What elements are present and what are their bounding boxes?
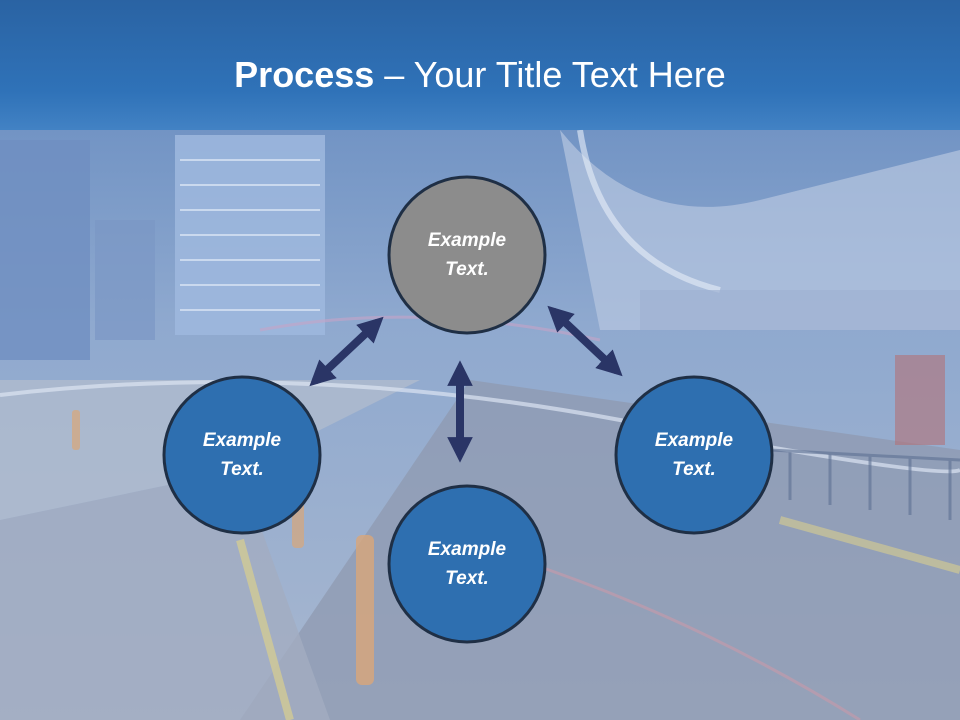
node-label-line2: Text. xyxy=(445,259,489,280)
node-label-line1: Example xyxy=(654,430,734,451)
node-circle-right xyxy=(614,375,774,535)
node-label-line1: Example xyxy=(202,430,282,451)
node-label-bottom: Example Text. xyxy=(397,535,537,593)
slide-title: Process – Your Title Text Here xyxy=(0,50,960,100)
arrow-top-left xyxy=(309,316,384,387)
title-rest-part: – Your Title Text Here xyxy=(374,54,726,95)
node-label-line2: Text. xyxy=(220,459,264,480)
title-bold-part: Process xyxy=(234,54,375,95)
node-label-line2: Text. xyxy=(445,568,489,589)
node-circle-left xyxy=(162,375,322,535)
arrow-top-right xyxy=(547,305,623,377)
node-label-left: Example Text. xyxy=(172,426,312,484)
node-circle-top xyxy=(387,175,547,335)
node-label-line2: Text. xyxy=(672,459,716,480)
node-label-line1: Example xyxy=(427,539,507,560)
node-label-line1: Example xyxy=(427,230,507,251)
node-label-right: Example Text. xyxy=(624,426,764,484)
title-bar xyxy=(0,0,960,130)
node-circle-bottom xyxy=(387,484,547,644)
node-label-top: Example Text. xyxy=(397,226,537,284)
